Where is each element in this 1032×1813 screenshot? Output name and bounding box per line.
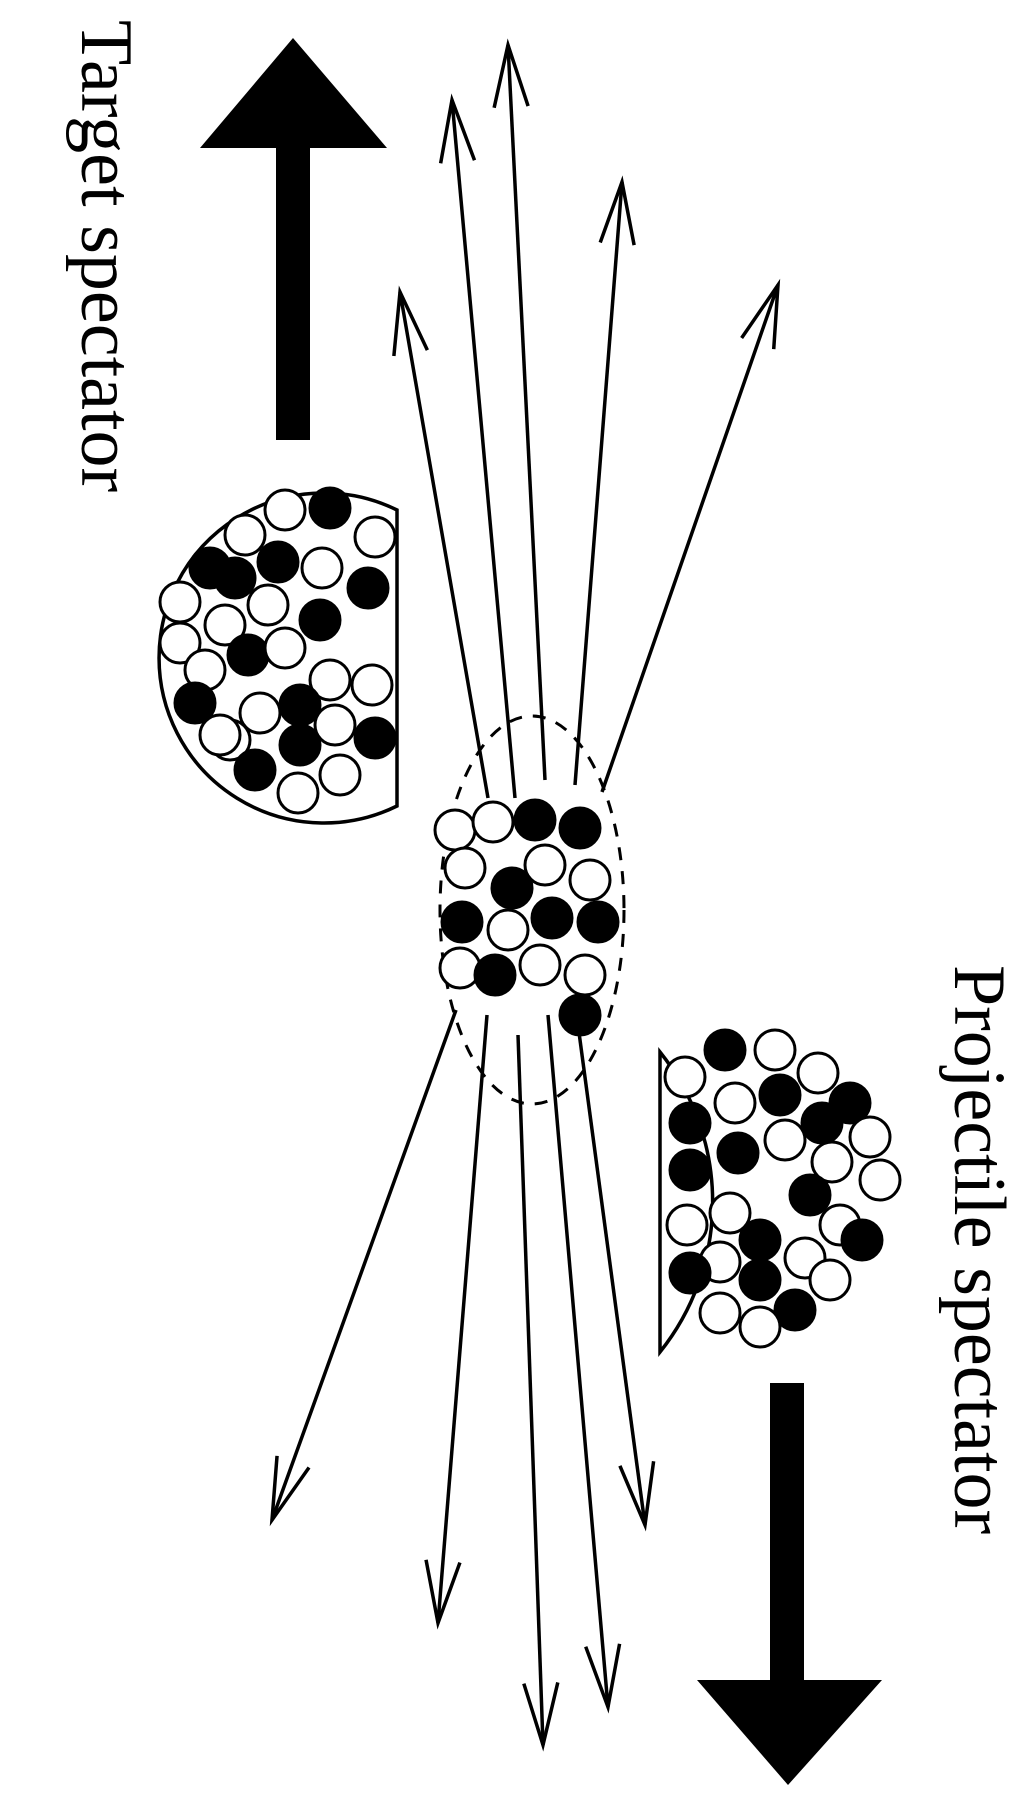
fireball-nucleon-proton <box>560 808 600 848</box>
projectile-direction-arrow <box>697 1383 882 1785</box>
fireball-nucleon-proton <box>442 902 482 942</box>
projectile-nucleon-proton <box>802 1103 842 1143</box>
particle-track-3 <box>508 45 545 780</box>
projectile-nucleon-neutron <box>810 1260 850 1300</box>
projectile-spectator-nucleus <box>660 1030 900 1352</box>
fireball-nucleon-neutron <box>520 945 560 985</box>
particle-track-9 <box>548 1015 608 1707</box>
target-nucleon-neutron <box>320 755 360 795</box>
target-nucleon-neutron <box>160 582 200 622</box>
projectile-nucleon-neutron <box>860 1160 900 1200</box>
projectile-nucleon-proton <box>760 1075 800 1115</box>
fireball-nucleon-proton <box>475 955 515 995</box>
target-nucleon-proton <box>348 568 388 608</box>
target-nucleon-proton <box>355 718 395 758</box>
projectile-nucleon-proton <box>740 1260 780 1300</box>
projectile-nucleon-neutron <box>755 1030 795 1070</box>
projectile-nucleon-neutron <box>667 1205 707 1245</box>
target-nucleon-neutron <box>278 773 318 813</box>
fireball-nucleon-neutron <box>473 802 513 842</box>
target-nucleon-proton <box>280 725 320 765</box>
target-nucleon-neutron <box>355 517 395 557</box>
target-nucleon-proton <box>235 750 275 790</box>
projectile-nucleon-neutron <box>740 1307 780 1347</box>
particle-track-8 <box>518 1035 543 1745</box>
projectile-nucleon-neutron <box>765 1120 805 1160</box>
projectile-nucleon-proton <box>670 1150 710 1190</box>
projectile-nucleon-proton <box>740 1220 780 1260</box>
fireball-nucleon-neutron <box>445 848 485 888</box>
particle-track-6 <box>272 1010 456 1520</box>
target-nucleon-neutron <box>315 705 355 745</box>
target-spectator-nucleus <box>159 488 397 823</box>
target-direction-arrow <box>200 38 387 440</box>
projectile-nucleon-neutron <box>665 1057 705 1097</box>
particle-track-2 <box>452 100 515 798</box>
projectile-nucleon-proton <box>718 1133 758 1173</box>
target-nucleon-proton <box>258 542 298 582</box>
target-nucleon-neutron <box>352 665 392 705</box>
projectile-nucleon-neutron <box>798 1053 838 1093</box>
projectile-nucleon-proton <box>790 1175 830 1215</box>
target-nucleon-neutron <box>265 490 305 530</box>
fireball-nucleon-neutron <box>435 810 475 850</box>
fireball-nucleon-proton <box>492 868 532 908</box>
target-spectator-label: Target spectator <box>65 20 147 492</box>
fireball-nucleon-neutron <box>565 955 605 995</box>
target-nucleon-proton <box>310 488 350 528</box>
particle-track-7 <box>438 1015 487 1623</box>
target-nucleon-neutron <box>200 715 240 755</box>
projectile-nucleon-proton <box>670 1103 710 1143</box>
participant-fireball <box>435 716 624 1104</box>
projectile-nucleon-neutron <box>850 1117 890 1157</box>
target-nucleon-proton <box>228 635 268 675</box>
projectile-nucleon-proton <box>842 1220 882 1260</box>
target-nucleon-neutron <box>248 585 288 625</box>
target-nucleon-neutron <box>225 515 265 555</box>
projectile-nucleon-proton <box>705 1030 745 1070</box>
target-nucleon-proton <box>300 600 340 640</box>
projectile-nucleon-neutron <box>715 1083 755 1123</box>
fireball-nucleon-neutron <box>570 860 610 900</box>
fireball-nucleon-proton <box>515 800 555 840</box>
target-nucleon-neutron <box>265 628 305 668</box>
fireball-nucleon-neutron <box>488 910 528 950</box>
target-nucleon-proton <box>215 558 255 598</box>
particle-track-10 <box>578 1025 645 1525</box>
projectile-nucleon-neutron <box>700 1293 740 1333</box>
target-nucleon-neutron <box>302 548 342 588</box>
target-nucleon-proton <box>280 685 320 725</box>
projectile-spectator-label: Projectile spectator <box>938 965 1020 1534</box>
fireball-nucleon-proton <box>532 898 572 938</box>
fireball-nucleon-neutron <box>440 948 480 988</box>
particle-track-5 <box>602 285 778 792</box>
projectile-nucleon-proton <box>670 1253 710 1293</box>
particle-track-4 <box>575 182 622 785</box>
fireball-nucleon-proton <box>578 902 618 942</box>
